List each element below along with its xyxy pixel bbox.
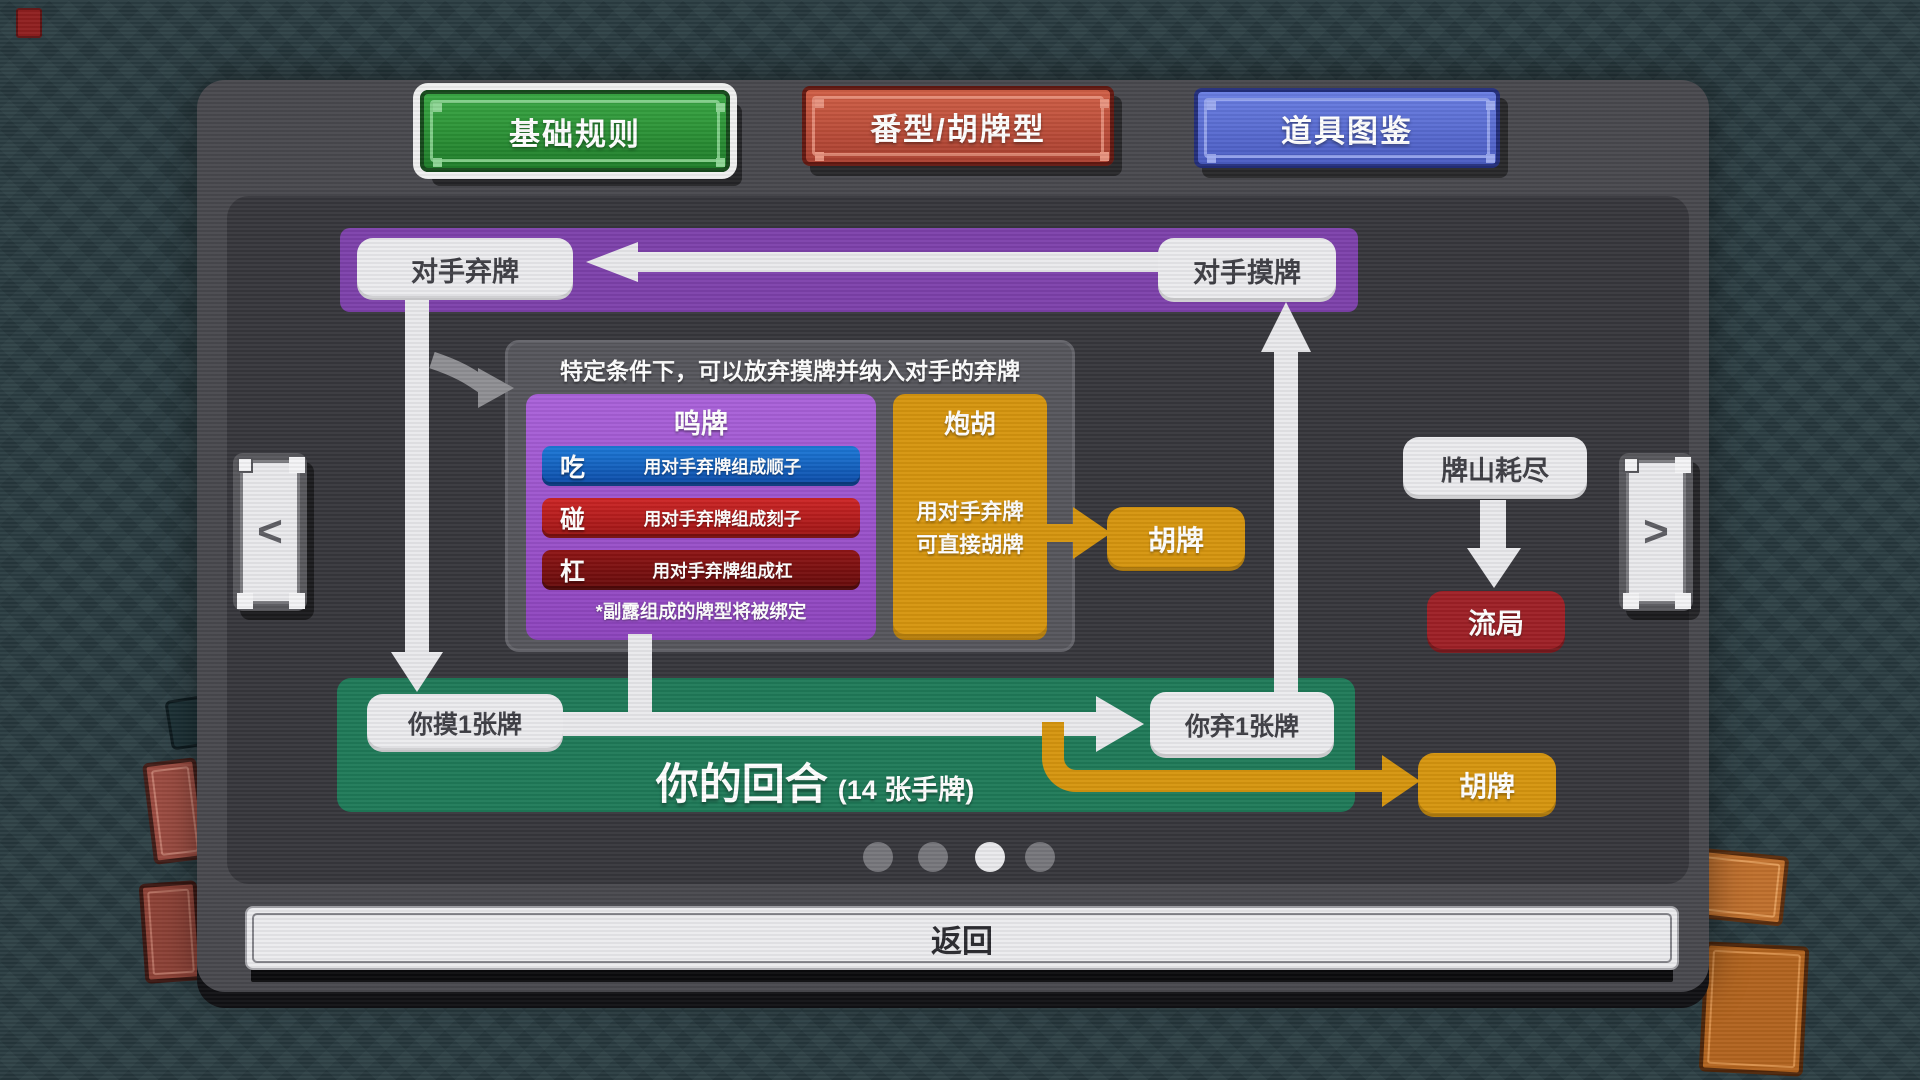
back-button-label: 返回 <box>931 923 993 959</box>
page-dot[interactable] <box>975 842 1005 872</box>
arrow-wall-down-head-icon <box>1467 548 1521 588</box>
node-you-draw: 你摸1张牌 <box>367 694 563 752</box>
node-win-mid-label: 胡牌 <box>1147 525 1204 556</box>
arrow-turn-to-win-elbow <box>1042 722 1390 792</box>
arrow-left-head-icon <box>586 242 638 282</box>
line-discard-to-opponent-draw <box>1274 348 1298 698</box>
node-win-bottom: 胡牌 <box>1418 753 1556 817</box>
meld-row-chi-desc: 用对手弃牌组成顺子 <box>643 456 802 477</box>
arrow-right-head-icon <box>1096 696 1144 752</box>
tab-item-catalog-label: 道具图鉴 <box>1281 113 1413 149</box>
tab-basic-rules[interactable]: 基础规则 <box>420 90 730 172</box>
meld-box: 鸣牌 吃 用对手弃牌组成顺子 碰 用对手弃牌组成刻子 杠 用对手弃牌组成杠 *副… <box>526 394 876 640</box>
corner-red-marker <box>16 8 42 38</box>
arrow-opponent-draw-to-discard-line <box>636 252 1196 272</box>
node-opponent-draw-label: 对手摸牌 <box>1193 257 1301 288</box>
ron-desc: 用对手弃牌 可直接胡牌 <box>893 496 1047 563</box>
arrow-gold-right-head-icon <box>1073 507 1111 559</box>
arrow-draw-to-discard-line <box>550 712 1098 736</box>
tab-scoring-types[interactable]: 番型/胡牌型 <box>802 86 1114 166</box>
meld-row-pon: 碰 用对手弃牌组成刻子 <box>542 498 860 538</box>
arrow-down-head-icon <box>391 652 443 692</box>
page-dot[interactable] <box>863 842 893 872</box>
your-turn-title: 你的回合 <box>655 761 828 809</box>
page-dot[interactable] <box>918 842 948 872</box>
ron-desc-line2: 可直接胡牌 <box>916 533 1024 558</box>
node-win-mid: 胡牌 <box>1107 507 1245 571</box>
node-you-discard-label: 你弃1张牌 <box>1185 713 1299 741</box>
arrow-wall-down-line <box>1480 500 1506 550</box>
arrow-branch-to-callbox-icon <box>428 352 516 418</box>
tab-scoring-types-label: 番型/胡牌型 <box>870 111 1046 147</box>
your-turn-hand-count: (14 张手牌) <box>837 775 975 805</box>
node-opponent-discard-label: 对手弃牌 <box>411 256 519 287</box>
deco-tile-red-left-2 <box>138 880 204 984</box>
meld-row-pon-desc: 用对手弃牌组成刻子 <box>643 508 802 529</box>
tab-basic-rules-label: 基础规则 <box>509 116 641 152</box>
ron-header: 炮胡 <box>943 409 996 439</box>
your-turn-title-group: 你的回合 (14 张手牌) <box>600 750 1030 812</box>
node-you-discard: 你弃1张牌 <box>1150 692 1334 758</box>
meld-row-chi-name: 吃 <box>560 454 586 482</box>
meld-row-chi: 吃 用对手弃牌组成顺子 <box>542 446 860 486</box>
node-wall-exhausted-label: 牌山耗尽 <box>1441 455 1549 486</box>
meld-footnote: *副露组成的牌型将被绑定 <box>595 601 807 622</box>
tab-item-catalog[interactable]: 道具图鉴 <box>1194 88 1500 168</box>
arrow-up-head-icon <box>1261 302 1311 352</box>
meld-row-kan-desc: 用对手弃牌组成杠 <box>652 560 793 581</box>
back-button[interactable]: 返回 <box>245 906 1679 970</box>
ron-desc-line1: 用对手弃牌 <box>916 500 1024 524</box>
meld-row-kan: 杠 用对手弃牌组成杠 <box>542 550 860 590</box>
next-page-button[interactable]: > <box>1619 453 1693 611</box>
chevron-left-icon: < <box>237 457 300 604</box>
node-draw-game: 流局 <box>1427 591 1565 653</box>
arrow-ron-to-win-line <box>1045 524 1077 542</box>
node-you-draw-label: 你摸1张牌 <box>408 711 522 739</box>
node-draw-game-label: 流局 <box>1467 608 1524 639</box>
meld-row-pon-name: 碰 <box>560 506 586 534</box>
meld-row-kan-name: 杠 <box>560 558 586 586</box>
arrow-discard-down-line <box>405 296 429 656</box>
call-condition-title: 特定条件下，可以放弃摸牌并纳入对手的弃牌 <box>560 358 1020 384</box>
chevron-right-icon: > <box>1623 457 1686 604</box>
ron-box: 炮胡 用对手弃牌 可直接胡牌 <box>893 394 1047 640</box>
prev-page-button[interactable]: < <box>233 453 307 611</box>
node-opponent-discard: 对手弃牌 <box>357 238 573 300</box>
meld-header: 鸣牌 <box>674 409 728 439</box>
node-wall-exhausted: 牌山耗尽 <box>1403 437 1587 499</box>
node-opponent-draw: 对手摸牌 <box>1158 238 1336 302</box>
page-dot[interactable] <box>1025 842 1055 872</box>
deco-tile-orange-right-2 <box>1698 941 1810 1077</box>
node-win-bottom-label: 胡牌 <box>1458 771 1515 802</box>
